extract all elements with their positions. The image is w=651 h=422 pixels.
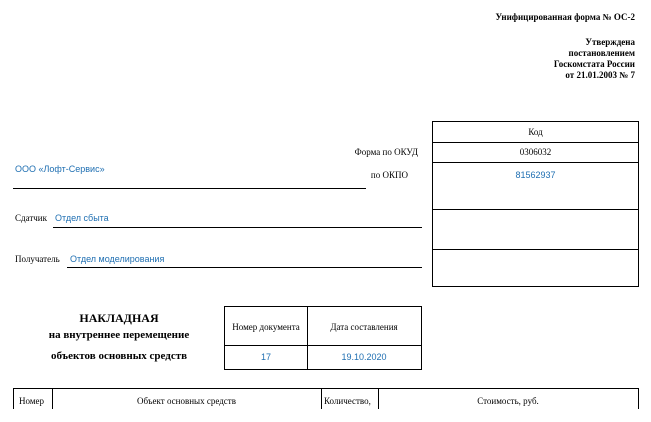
doc-date-value: 19.10.2020 <box>341 352 387 362</box>
sender-value: Отдел сбыта <box>55 213 109 223</box>
receiver-line <box>67 267 422 268</box>
okud-value: 0306032 <box>519 147 552 157</box>
code-header: Код <box>528 127 543 137</box>
okpo-value: 81562937 <box>515 170 556 180</box>
approval-line-4: от 21.01.2003 № 7 <box>565 70 635 80</box>
doc-table-row-line <box>225 345 421 346</box>
receiver-value: Отдел моделирования <box>70 254 165 264</box>
items-col-object: Объект основных средств <box>137 396 236 406</box>
items-col-divider-2 <box>321 389 322 409</box>
unified-form-label: Унифицированная форма № ОС-2 <box>495 12 635 22</box>
document-subtitle-2: объектов основных средств <box>50 350 188 362</box>
document-subtitle-1: на внутреннее перемещение <box>48 329 190 341</box>
doc-date-label: Дата составления <box>330 322 398 332</box>
doc-number-label: Номер документа <box>232 322 300 332</box>
items-col-divider-1 <box>52 389 53 409</box>
doc-number-value: 17 <box>260 352 271 362</box>
approval-block: Утверждена постановлением Госкомстата Ро… <box>435 37 635 81</box>
items-col-divider-3 <box>378 389 379 409</box>
code-empty-cell-2 <box>433 249 638 287</box>
doc-table-divider <box>307 307 308 369</box>
okud-cell: 0306032 <box>433 142 638 163</box>
document-title: НАКЛАДНАЯ <box>79 311 159 325</box>
document-info-table: Номер документа Дата составления 17 19.1… <box>224 306 422 370</box>
receiver-label: Получатель <box>15 254 60 264</box>
items-col-cost: Стоимость, руб. <box>477 396 539 406</box>
approval-line-1: Утверждена <box>585 37 635 47</box>
code-table: Код 0306032 81562937 <box>432 121 639 287</box>
code-empty-cell-1 <box>433 209 638 250</box>
organization-line <box>13 188 366 189</box>
items-col-number: Номер <box>19 396 45 406</box>
items-col-quantity: Количество, <box>324 396 371 406</box>
organization-name: ООО «Лофт-Сервис» <box>15 164 105 174</box>
approval-line-2: постановлением <box>568 48 635 58</box>
sender-label: Сдатчик <box>15 213 47 223</box>
okpo-cell: 81562937 <box>433 162 638 210</box>
approval-line-3: Госкомстата России <box>553 59 635 69</box>
okpo-label: по ОКПО <box>370 170 408 180</box>
code-header-cell: Код <box>433 122 638 143</box>
items-table-header: Номер Объект основных средств Количество… <box>13 388 639 409</box>
sender-line <box>53 227 422 228</box>
okud-label: Форма по ОКУД <box>354 147 418 157</box>
